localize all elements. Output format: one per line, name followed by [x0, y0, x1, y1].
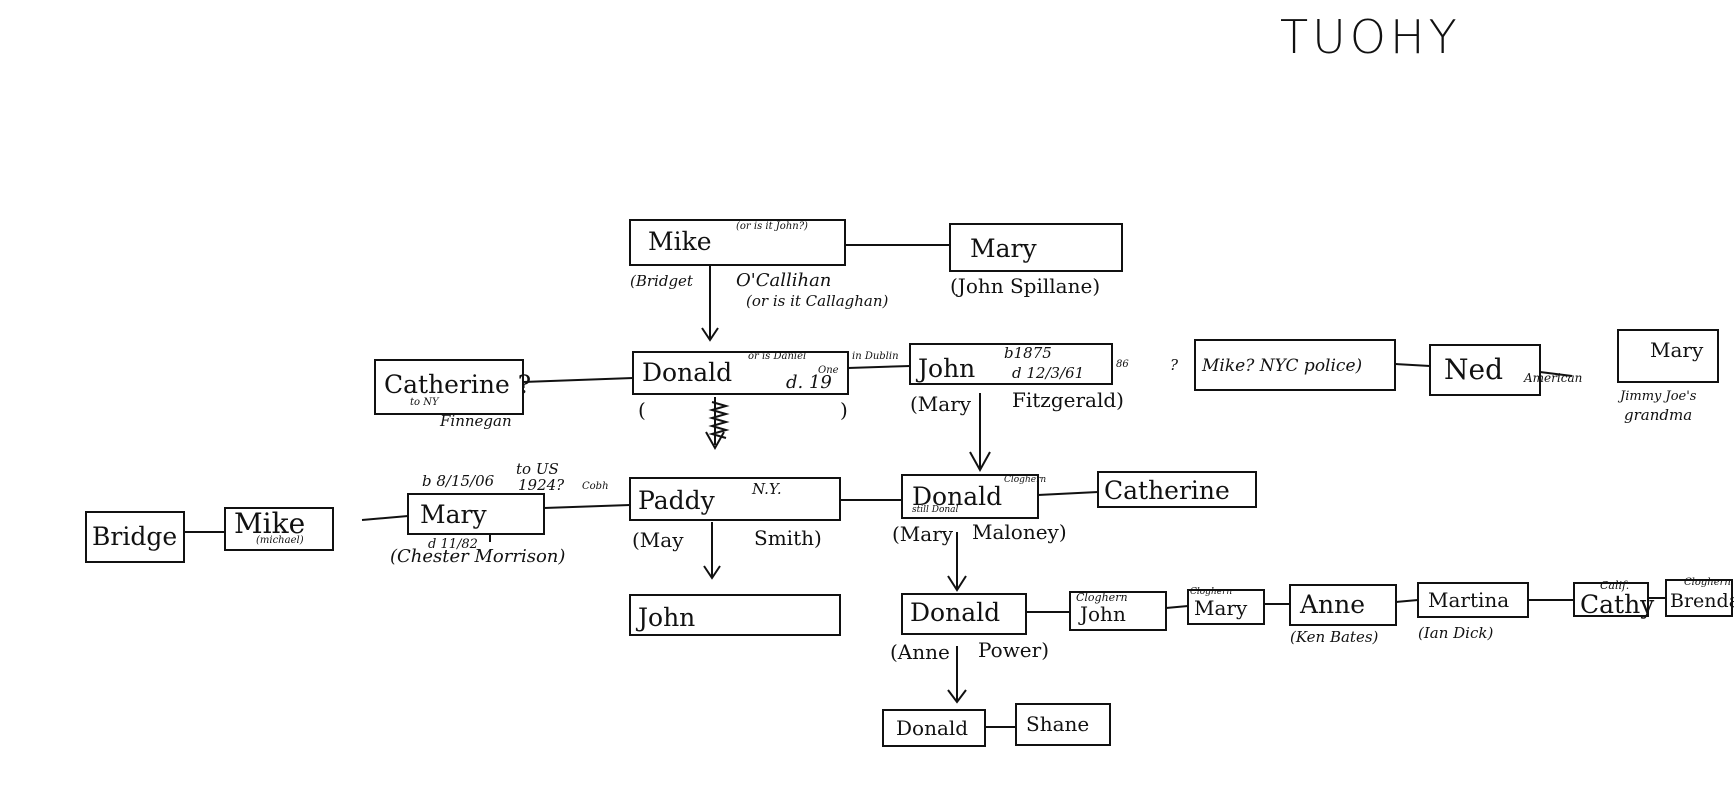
note-in-dublin: in Dublin — [852, 351, 899, 362]
person-john-gen4: John — [638, 603, 696, 632]
person-bridge: Bridge — [92, 522, 178, 551]
person-donald-gen5: Donald — [896, 716, 969, 740]
spouse-maloney: Maloney) — [972, 520, 1067, 544]
box-donald-gen3 — [901, 474, 1039, 519]
note-cloghern-mary: Cloghern — [1190, 587, 1233, 597]
note-jimmy-joes: Jimmy Joe's — [1620, 389, 1697, 404]
box-donald-gen2 — [632, 351, 849, 395]
mary-tuohy-death: d 11/82 — [428, 537, 478, 552]
box-mary-right — [1617, 329, 1719, 383]
box-catherine-left — [374, 359, 524, 415]
box-mary-top — [949, 223, 1123, 272]
john-gen2-age: 86 — [1116, 359, 1129, 370]
person-cathy: Cathy — [1580, 590, 1655, 619]
person-donald-gen4: Donald — [910, 598, 1001, 627]
note-still-donal: still Donal — [912, 505, 959, 515]
mary-tuohy-birth: b 8/15/06 — [422, 472, 495, 490]
person-donald-gen3: Donald — [912, 482, 1003, 511]
person-mary-sib: Mary — [1194, 596, 1248, 620]
person-mary-top: Mary — [970, 234, 1037, 263]
person-john-gen2: John — [918, 354, 976, 383]
box-john-gen2 — [909, 343, 1113, 385]
spouse-ken-bates: (Ken Bates) — [1290, 628, 1379, 646]
person-mary-right: Mary — [1650, 338, 1704, 362]
note-or-is-it-john: (or is it John?) — [736, 221, 808, 232]
paren-close: ) — [840, 398, 848, 422]
note-grandma: grandma — [1624, 406, 1693, 424]
note-ny: N.Y. — [752, 480, 782, 498]
mary-tuohy-to-us: to US — [516, 460, 559, 478]
note-one: One — [818, 365, 839, 376]
person-catherine-left: Catherine ? — [384, 370, 532, 399]
person-mary-tuohy: Mary — [420, 500, 487, 529]
person-anne: Anne — [1300, 590, 1366, 619]
box-donald-gen4 — [901, 593, 1027, 635]
box-shane — [1015, 703, 1111, 746]
person-john-sib: John — [1080, 602, 1126, 626]
note-finnegan: Finnegan — [440, 412, 512, 430]
note-cloghern-brendan: Cloghern — [1684, 577, 1731, 588]
box-mike-top — [629, 219, 846, 266]
box-mike-michael — [224, 507, 334, 551]
note-american: American — [1524, 371, 1583, 385]
john-gen2-birth: b1875 — [1004, 344, 1052, 362]
spouse-ian-dick: (Ian Dick) — [1418, 624, 1494, 642]
spouse-fitzgerald: Fitzgerald) — [1012, 388, 1124, 412]
spouse-mary-left: (Mary — [910, 392, 972, 416]
note-cobh: Cobh — [582, 481, 609, 492]
note-michael: (michael) — [256, 535, 304, 546]
person-donald-gen2: Donald — [642, 358, 733, 387]
spouse-anne-left: (Anne — [890, 640, 950, 664]
spouse-chester-morrison: (Chester Morrison) — [390, 546, 566, 567]
person-mike-top: Mike — [648, 227, 712, 256]
person-catherine-right: Catherine — [1104, 476, 1230, 505]
scribble-mark — [708, 401, 730, 439]
paren-open: ( — [638, 398, 646, 422]
box-ned — [1429, 344, 1541, 396]
spouse-may: (May — [632, 528, 684, 552]
person-ned: Ned — [1444, 353, 1503, 386]
person-paddy: Paddy — [638, 486, 715, 515]
spouse-mary-maloney-left: (Mary — [892, 522, 954, 546]
box-john-gen4 — [629, 594, 841, 636]
person-mike-nyc: Mike? NYC police) — [1202, 356, 1363, 376]
person-martina: Martina — [1428, 588, 1510, 612]
mary-tuohy-year: 1924? — [518, 476, 565, 494]
box-mary-tuohy — [407, 493, 545, 535]
page-title: TUOHY — [1280, 10, 1461, 64]
note-cloghern-gen3: Cloghern — [1004, 475, 1047, 485]
person-shane: Shane — [1026, 712, 1090, 736]
spouse-power: Power) — [978, 638, 1050, 662]
question-mark: ? — [1170, 356, 1179, 374]
note-calif: Calif. — [1600, 579, 1630, 592]
donald-gen2-death: d. 19 — [786, 372, 832, 393]
note-callaghan: (or is it Callaghan) — [746, 292, 889, 310]
person-brendan: Brendan — [1670, 590, 1734, 612]
note-to-ny: to NY — [410, 397, 439, 408]
john-gen2-death: d 12/3/61 — [1012, 364, 1085, 382]
spouse-john-spillane: (John Spillane) — [950, 274, 1101, 298]
note-or-is-daniel: or is Daniel — [748, 351, 807, 362]
note-cloghern-john: Cloghern — [1076, 591, 1128, 604]
note-ocallihan: O'Callihan — [736, 270, 832, 291]
box-catherine-right — [1097, 471, 1257, 508]
person-mike-michael: Mike — [234, 507, 306, 540]
box-bridge — [85, 511, 185, 563]
note-bridget: (Bridget — [630, 272, 693, 290]
spouse-smith: Smith) — [754, 526, 822, 550]
